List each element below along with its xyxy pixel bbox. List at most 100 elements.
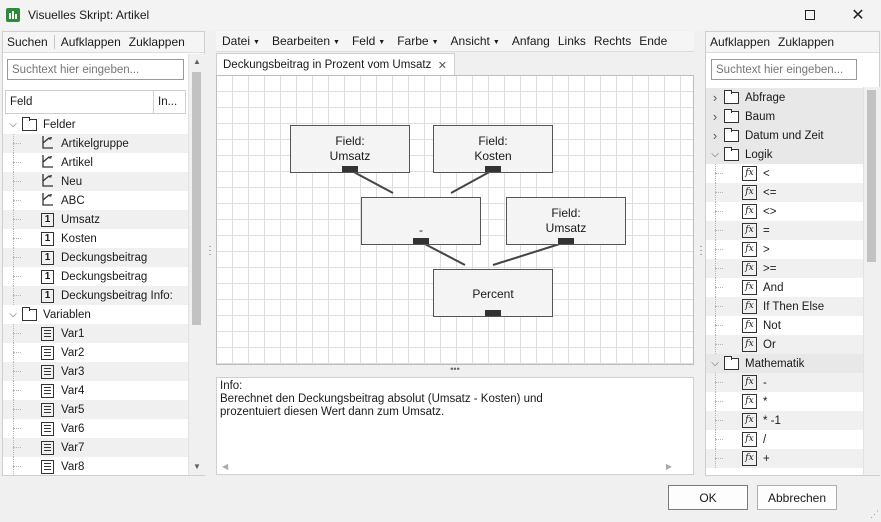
menu-anfang[interactable]: Anfang <box>508 34 554 48</box>
column-header-field[interactable]: Feld <box>6 91 154 113</box>
node-field-kosten[interactable]: Field: Kosten <box>433 125 553 173</box>
close-tab-icon[interactable]: ✕ <box>437 59 447 72</box>
functions-scroll-thumb[interactable] <box>867 90 876 262</box>
tree-category[interactable]: ›Abfrage <box>706 88 863 107</box>
tree-item[interactable]: fx+ <box>706 449 863 468</box>
script-tab[interactable]: Deckungsbeitrag in Prozent vom Umsatz ✕ <box>216 53 455 76</box>
tree-item[interactable]: Var4 <box>3 381 188 400</box>
output-port[interactable] <box>485 166 501 172</box>
scroll-left-arrow-icon[interactable]: ◀ <box>222 462 229 471</box>
scroll-down-arrow-icon[interactable]: ▼ <box>193 462 201 471</box>
menu-bearbeiten[interactable]: Bearbeiten▼ <box>268 34 344 48</box>
chevron-down-icon[interactable]: ⌵ <box>9 119 17 130</box>
tree-item[interactable]: fx* -1 <box>706 411 863 430</box>
tree-item[interactable]: Var6 <box>3 419 188 438</box>
tree-item[interactable]: ABC <box>3 191 188 210</box>
tree-item[interactable]: Var5 <box>3 400 188 419</box>
tree-item[interactable]: fx< <box>706 164 863 183</box>
output-port[interactable] <box>413 238 429 244</box>
chevron-right-icon[interactable]: › <box>712 128 718 143</box>
tree-category[interactable]: ›Baum <box>706 107 863 126</box>
chevron-right-icon[interactable]: › <box>712 90 718 105</box>
maximize-button[interactable] <box>787 0 833 30</box>
column-header-info[interactable]: In... <box>158 96 178 108</box>
output-port[interactable] <box>558 238 574 244</box>
chevron-down-icon[interactable]: ⌵ <box>711 149 719 160</box>
output-port[interactable] <box>342 166 358 172</box>
tree-category[interactable]: ⌵Logik <box>706 145 863 164</box>
output-port[interactable] <box>485 310 501 316</box>
scroll-up-arrow-icon[interactable]: ▲ <box>193 57 201 66</box>
expand-all-button[interactable]: Aufklappen <box>60 35 121 49</box>
collapse-all-button[interactable]: Zuklappen <box>778 35 835 49</box>
menu-farbe[interactable]: Farbe▼ <box>393 34 442 48</box>
tree-item[interactable]: fx<> <box>706 202 863 221</box>
chevron-down-icon[interactable]: ⌵ <box>711 358 719 369</box>
node-minus[interactable]: - <box>361 197 481 245</box>
cancel-button[interactable]: Abbrechen <box>757 485 837 510</box>
tree-item[interactable]: Var7 <box>3 438 188 457</box>
right-splitter-handle[interactable]: ··· <box>699 241 703 260</box>
resize-grip-icon[interactable]: ⋰ <box>870 509 879 519</box>
script-canvas[interactable]: Field: Umsatz Field: Kosten - Field: Ums… <box>216 75 694 365</box>
expand-all-button[interactable]: Aufklappen <box>710 35 771 49</box>
left-splitter-handle[interactable]: ··· <box>208 241 212 260</box>
collapse-all-button[interactable]: Zuklappen <box>128 35 185 49</box>
menu-links[interactable]: Links <box>554 34 590 48</box>
close-button[interactable]: ✕ <box>835 0 881 30</box>
tree-item[interactable]: Neu <box>3 172 188 191</box>
caret-down-icon: ▼ <box>492 39 500 46</box>
fields-scrollbar[interactable]: ▲ ▼ <box>188 54 205 475</box>
tree-item[interactable]: fx/ <box>706 430 863 449</box>
fields-scroll-thumb[interactable] <box>192 72 201 325</box>
tree-item[interactable]: fx>= <box>706 259 863 278</box>
menu-label: Rechts <box>593 34 632 48</box>
menu-ende[interactable]: Ende <box>635 34 671 48</box>
tree-category[interactable]: ⌵Variablen <box>3 305 188 324</box>
tree-item[interactable]: Var2 <box>3 343 188 362</box>
scroll-right-arrow-icon[interactable]: ▶ <box>665 462 672 471</box>
info-horizontal-scrollbar[interactable]: ◀ ▶ <box>217 458 693 474</box>
chevron-right-icon[interactable]: › <box>712 109 718 124</box>
tree-category[interactable]: ›Datum und Zeit <box>706 126 863 145</box>
menu-datei[interactable]: Datei▼ <box>218 34 264 48</box>
number-field-icon: 1 <box>41 231 54 246</box>
tree-category[interactable]: ⌵Felder <box>3 115 188 134</box>
info-textarea[interactable]: Info: Berechnet den Deckungsbeitrag abso… <box>216 377 694 475</box>
functions-scrollbar[interactable] <box>863 87 880 475</box>
node-label: - <box>419 222 423 237</box>
tree-item-label: Var4 <box>61 384 85 397</box>
node-percent[interactable]: Percent <box>433 269 553 317</box>
tree-item[interactable]: fx= <box>706 221 863 240</box>
tree-item[interactable]: Var8 <box>3 457 188 476</box>
tree-item[interactable]: fx> <box>706 240 863 259</box>
tree-item[interactable]: Artikelgruppe <box>3 134 188 153</box>
tree-item[interactable]: Artikel <box>3 153 188 172</box>
tree-item[interactable]: Var3 <box>3 362 188 381</box>
tree-item[interactable]: fx* <box>706 392 863 411</box>
node-field-umsatz-2[interactable]: Field: Umsatz <box>506 197 626 245</box>
menu-rechts[interactable]: Rechts <box>590 34 635 48</box>
tree-category[interactable]: ⌵Mathematik <box>706 354 863 373</box>
search-button[interactable]: Suchen <box>7 35 48 49</box>
tree-item[interactable]: fx<= <box>706 183 863 202</box>
horizontal-splitter-handle[interactable]: ••• <box>450 364 460 374</box>
tree-item[interactable]: fx- <box>706 373 863 392</box>
functions-search-input[interactable] <box>711 59 857 80</box>
menu-feld[interactable]: Feld▼ <box>348 34 389 48</box>
node-field-umsatz[interactable]: Field: Umsatz <box>290 125 410 173</box>
chevron-down-icon[interactable]: ⌵ <box>9 309 17 320</box>
ok-button[interactable]: OK <box>668 485 748 510</box>
fields-search-input[interactable] <box>7 59 184 80</box>
menu-ansicht[interactable]: Ansicht▼ <box>447 34 504 48</box>
tree-item[interactable]: Var1 <box>3 324 188 343</box>
